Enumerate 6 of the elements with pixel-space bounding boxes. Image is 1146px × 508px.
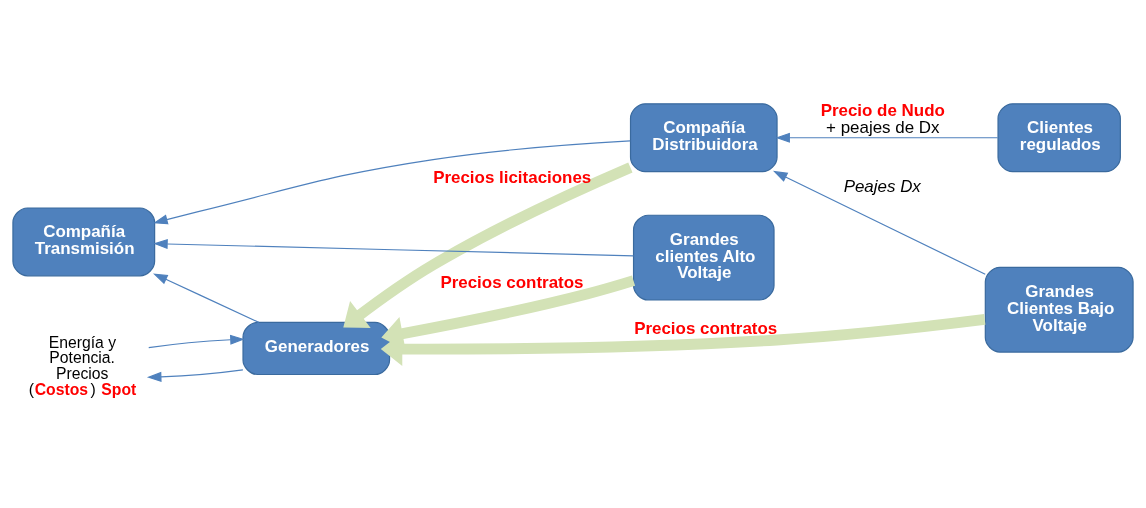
node-text: Energía y Potencia. Precios (Costos) Spot	[28, 333, 137, 398]
edge-label: Precio de Nudo + peajes de Dx	[820, 101, 945, 138]
edge-label: Precios licitaciones	[433, 167, 592, 187]
edge-label: Precios contratos	[440, 273, 584, 293]
edge-label: Precios contratos	[634, 319, 778, 339]
edge-label: Peajes Dx	[843, 177, 921, 197]
